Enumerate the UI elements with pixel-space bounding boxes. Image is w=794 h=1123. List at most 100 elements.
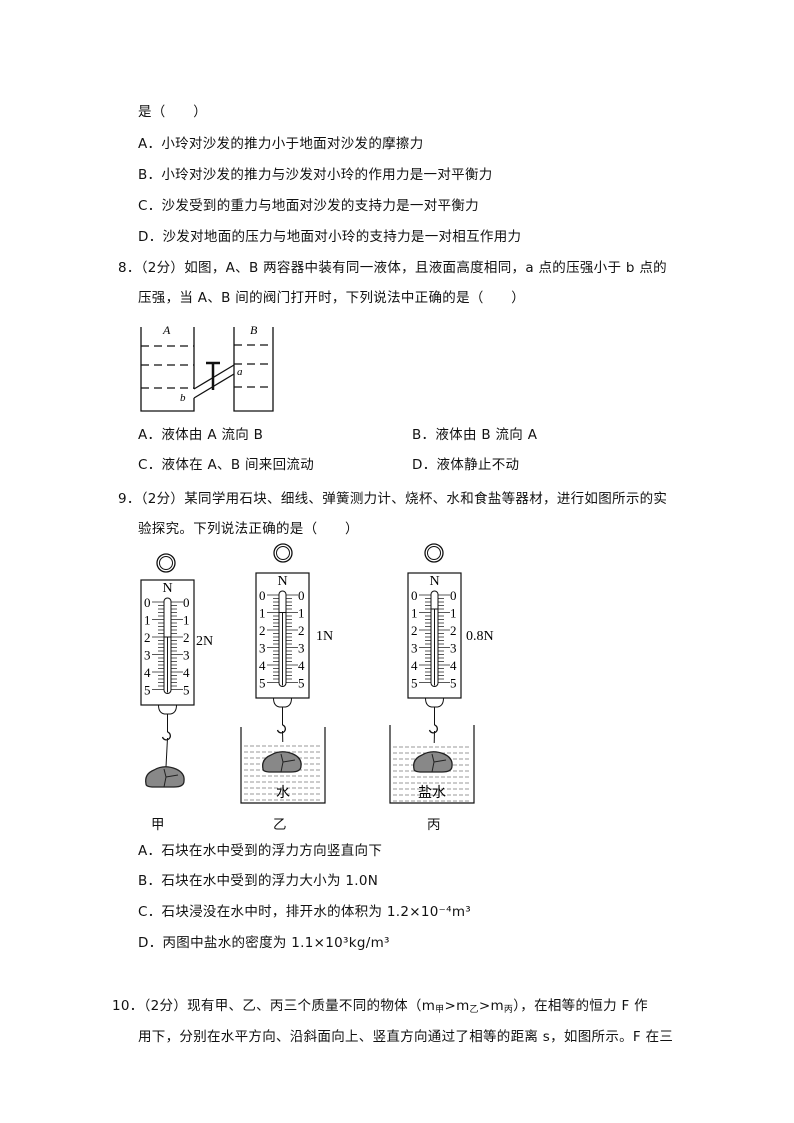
valve-icon xyxy=(206,361,220,390)
ring-icon xyxy=(276,546,290,560)
scale-label: 2 xyxy=(144,630,151,645)
scale-label: 3 xyxy=(183,648,190,663)
scale-label: 0 xyxy=(144,595,151,610)
caption-bing: 丙 xyxy=(427,817,441,833)
liquid-label: 盐水 xyxy=(418,785,446,801)
scale-label: 5 xyxy=(450,676,457,691)
label-b: B xyxy=(250,323,258,337)
scale-label: 5 xyxy=(259,676,266,691)
scale-label: 4 xyxy=(450,658,457,673)
stone-icon xyxy=(262,751,302,773)
q9-option-c: C．石块浸没在水中时，排开水的体积为 1.2×10⁻⁴m³ xyxy=(138,904,471,920)
scale-label: 1 xyxy=(411,606,418,621)
scale-label: 3 xyxy=(259,641,266,656)
unit-label: N xyxy=(163,581,173,596)
liquid-label: 水 xyxy=(276,785,290,801)
reading-label: 0.8N xyxy=(466,629,494,644)
scale-label: 3 xyxy=(411,641,418,656)
ring-icon xyxy=(273,543,293,563)
unit-label: N xyxy=(430,574,440,589)
scale-label: 0 xyxy=(183,595,190,610)
q10-stem-line2: 用下，分别在水平方向、沿斜面向上、竖直方向通过了相等的距离 s，如图所示。F 在… xyxy=(138,1029,674,1045)
scale-label: 5 xyxy=(298,676,305,691)
q9-stem-line1: 9．（2分）某同学用石块、细线、弹簧测力计、烧杯、水和食盐等器材，进行如图所示的… xyxy=(118,491,668,507)
q10-text: >m xyxy=(478,998,504,1014)
beaker xyxy=(389,725,475,804)
scale-label: 0 xyxy=(298,588,305,603)
q8-option-a: A．液体由 A 流向 B xyxy=(138,427,264,443)
scale-label: 5 xyxy=(144,683,151,698)
q7-option-b: B．小玲对沙发的推力与沙发对小玲的作用力是一对平衡力 xyxy=(138,167,493,183)
caption-jia: 甲 xyxy=(151,817,165,833)
spring-balance-2: N0 0 1 1 2 2 3 3 4 4 5 5 0.8N 盐水 xyxy=(389,543,494,804)
string xyxy=(165,737,168,768)
scale-label: 0 xyxy=(259,588,266,603)
scale-label: 4 xyxy=(144,665,151,680)
ring-icon xyxy=(424,543,444,563)
scale-label: 2 xyxy=(183,630,190,645)
scale-label: 4 xyxy=(259,658,266,673)
scale-label: 3 xyxy=(298,641,305,656)
scale-label: 4 xyxy=(298,658,305,673)
q8-option-b: B．液体由 B 流向 A xyxy=(412,427,538,443)
scale-label: 3 xyxy=(450,641,457,656)
scale-label: 1 xyxy=(450,606,457,621)
scale-label: 4 xyxy=(411,658,418,673)
unit-label: N xyxy=(278,574,288,589)
scale-label: 2 xyxy=(298,623,305,638)
scale-label: 1 xyxy=(259,606,266,621)
q10-text: >m xyxy=(444,998,470,1014)
ring-icon xyxy=(427,546,441,560)
point-b: b xyxy=(180,392,186,404)
point-a: a xyxy=(237,366,243,378)
reading-label: 1N xyxy=(316,629,333,644)
q9-stem-line2: 验探究。下列说法正确的是（ ） xyxy=(138,521,359,537)
label-a: A xyxy=(162,323,171,337)
q8-stem-line2: 压强，当 A、B 间的阀门打开时，下列说法中正确的是（ ） xyxy=(138,290,526,306)
scale-label: 3 xyxy=(144,648,151,663)
stone-crack xyxy=(163,768,179,788)
hook-mount xyxy=(425,697,444,708)
scale-label: 5 xyxy=(411,676,418,691)
q9-option-b: B．石块在水中受到的浮力大小为 1.0N xyxy=(138,873,379,889)
scale-label: 4 xyxy=(183,665,190,680)
scale-label: 0 xyxy=(450,588,457,603)
q7-option-c: C．沙发受到的重力与地面对沙发的支持力是一对平衡力 xyxy=(138,198,479,214)
hook-icon xyxy=(276,724,286,734)
subscript: 乙 xyxy=(469,1005,479,1015)
ring-icon xyxy=(159,556,173,570)
stone-icon xyxy=(413,751,453,773)
q9-option-d: D．丙图中盐水的密度为 1.1×10³kg/m³ xyxy=(138,935,390,951)
scale-label: 5 xyxy=(183,683,190,698)
scale-label: 2 xyxy=(259,623,266,638)
q8-option-d: D．液体静止不动 xyxy=(412,457,520,473)
container-b xyxy=(233,327,274,412)
stone-crack xyxy=(280,753,296,773)
stone-crack xyxy=(431,753,447,773)
q8-option-c: C．液体在 A、B 间来回流动 xyxy=(138,457,315,473)
q10-text: ），在相等的恒力 F 作 xyxy=(513,998,648,1014)
q7-option-a: A．小玲对沙发的推力小于地面对沙发的摩擦力 xyxy=(138,136,424,152)
reading-label: 2N xyxy=(196,634,213,649)
hook-icon xyxy=(161,731,171,741)
container-a xyxy=(140,327,195,412)
q7-option-d: D．沙发对地面的压力与地面对小玲的支持力是一对相互作用力 xyxy=(138,229,522,245)
q10-text: 10．（2分）现有甲、乙、丙三个质量不同的物体（m xyxy=(112,998,436,1014)
q8-stem-line1: 8．（2分）如图，A、B 两容器中装有同一液体，且液面高度相同，a 点的压强小于… xyxy=(118,260,667,276)
beaker xyxy=(240,727,326,804)
stone-icon xyxy=(145,766,185,788)
subscript: 甲 xyxy=(435,1005,445,1015)
q9-option-a: A．石块在水中受到的浮力方向竖直向下 xyxy=(138,843,383,859)
q7-stem-tail: 是（ ） xyxy=(138,104,207,120)
subscript: 丙 xyxy=(503,1005,514,1015)
scale-label: 2 xyxy=(411,623,418,638)
scale-label: 2 xyxy=(450,623,457,638)
caption-yi: 乙 xyxy=(273,817,287,833)
scale-label: 0 xyxy=(411,588,418,603)
scale-label: 1 xyxy=(144,613,151,628)
